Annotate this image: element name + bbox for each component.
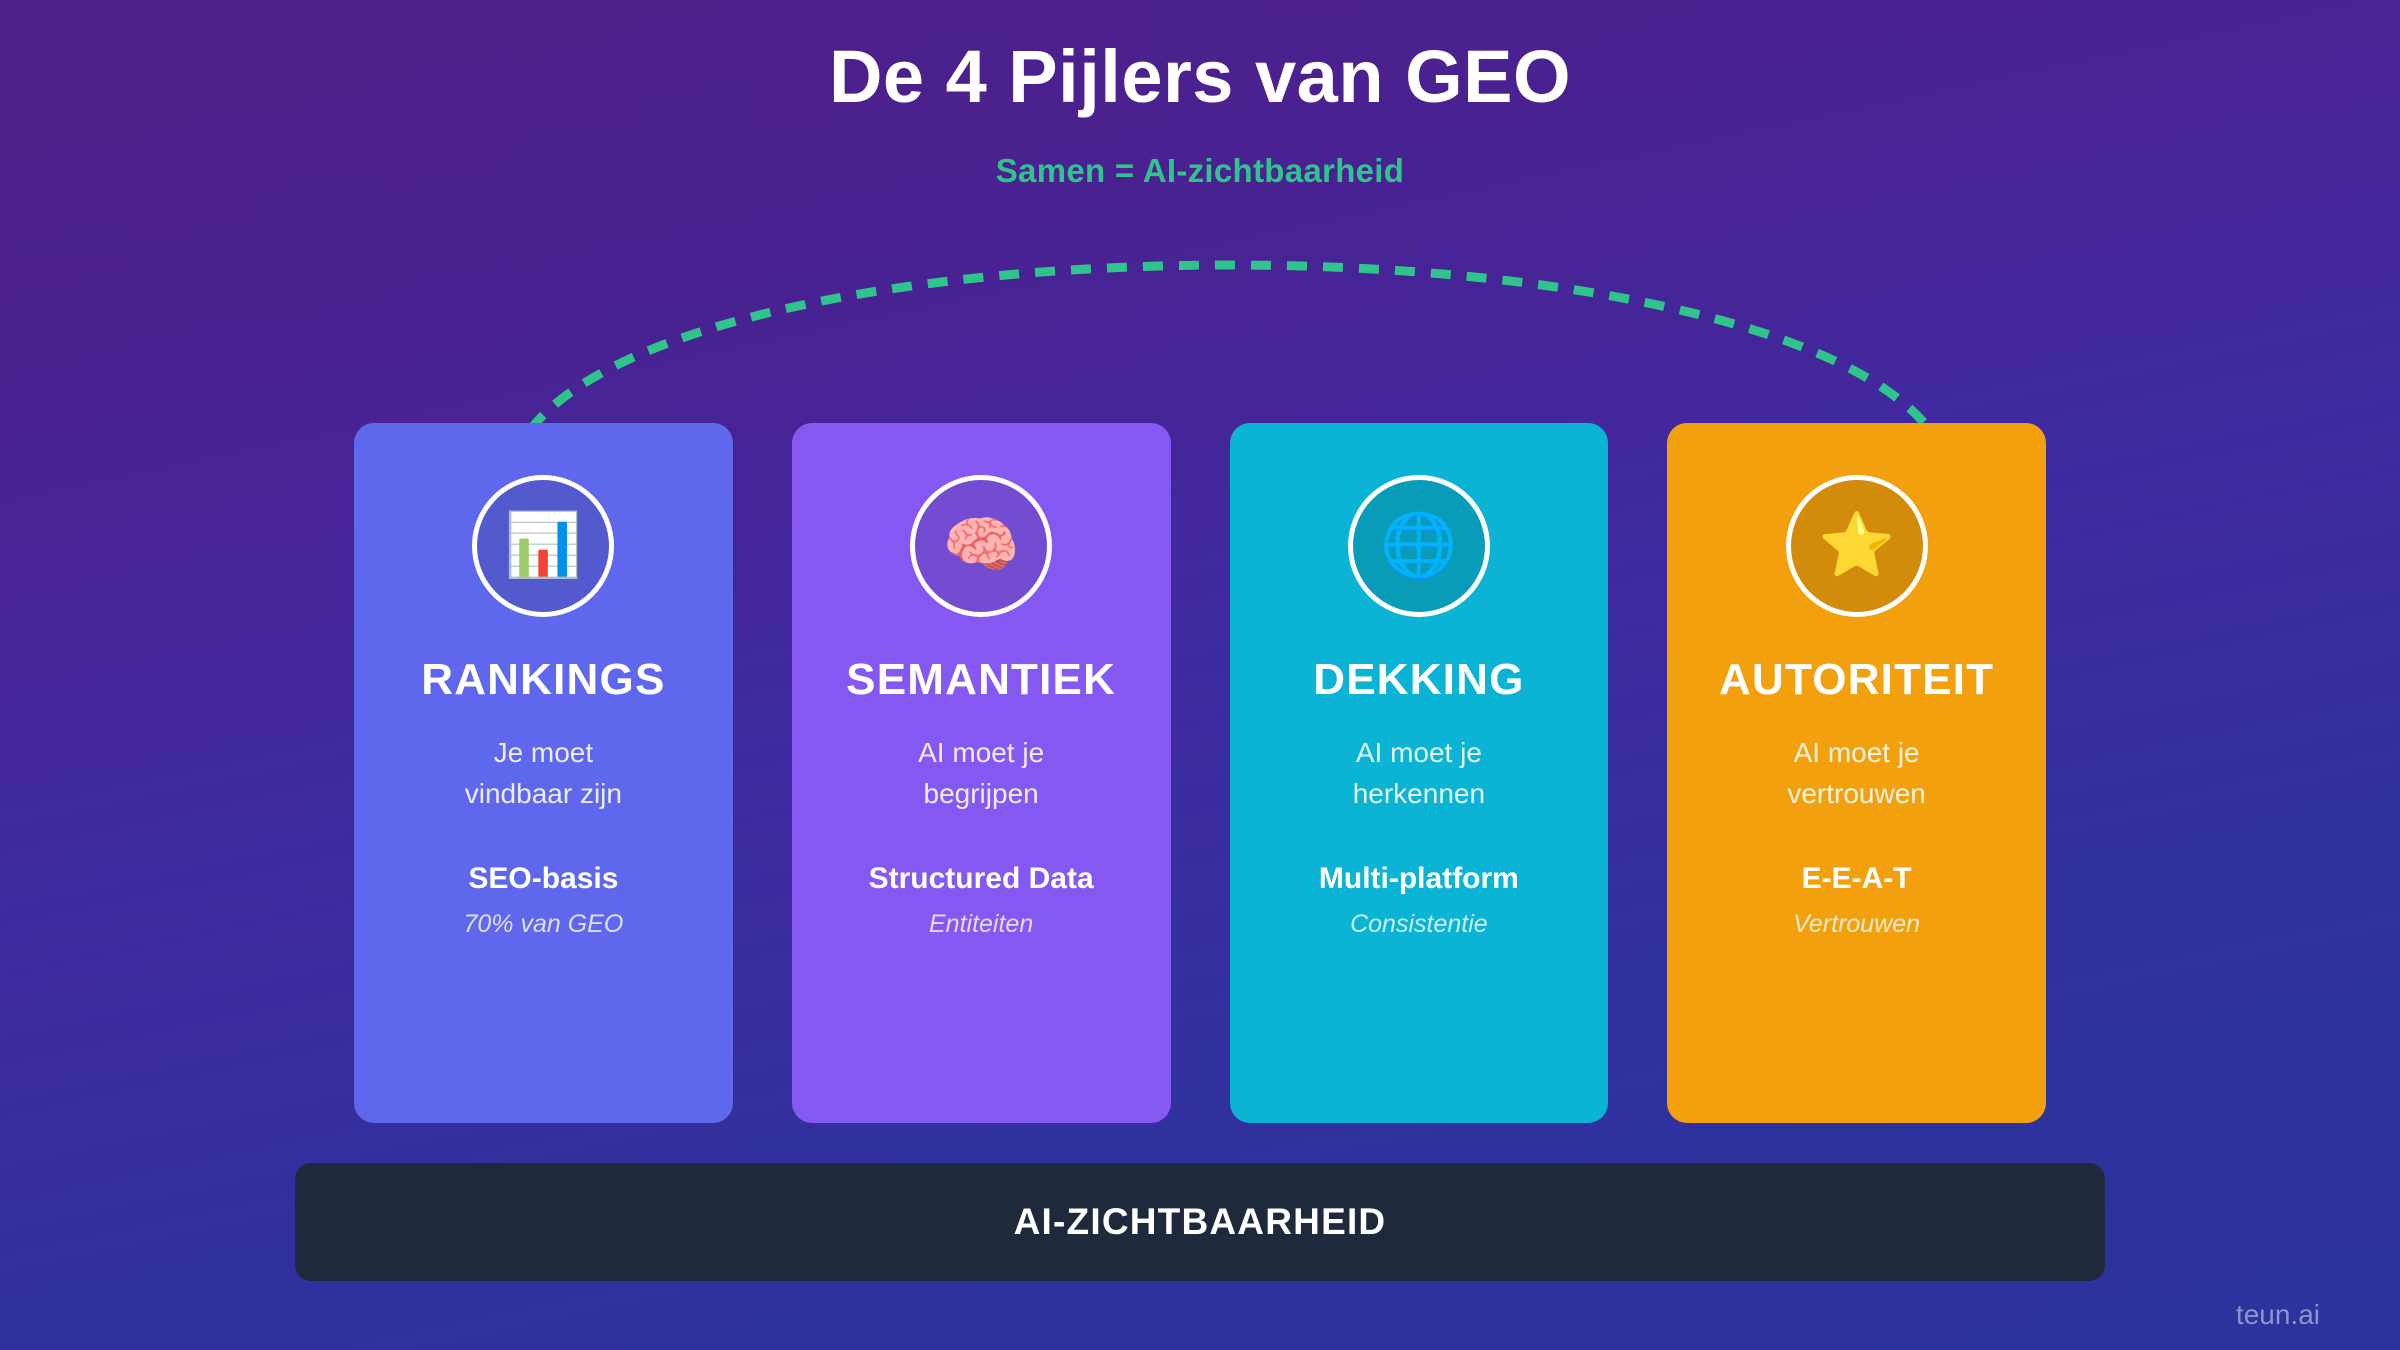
- pillar-card-semantiek[interactable]: 🧠 SEMANTIEK AI moet je begrijpen Structu…: [791, 423, 1171, 1123]
- pillar-title: AUTORITEIT: [1719, 655, 1995, 704]
- pillar-metric: E-E-A-T: [1801, 862, 1912, 896]
- pillar-title: RANKINGS: [421, 655, 666, 704]
- page-title: De 4 Pijlers van GEO: [828, 35, 1572, 118]
- pillar-metric: SEO-basis: [468, 862, 619, 896]
- pillar-card-dekking[interactable]: 🌐 DEKKING AI moet je herkennen Multi-pla…: [1229, 423, 1609, 1123]
- dashed-arc-icon: [526, 260, 1934, 433]
- pillar-card-autoriteit[interactable]: ⭐ AUTORITEIT AI moet je vertrouwen E-E-A…: [1667, 423, 2046, 1123]
- pillar-card-row: 📊 RANKINGS Je moet vindbaar zijn SEO-bas…: [354, 423, 2046, 1123]
- pillar-description: AI moet je begrijpen: [918, 737, 1045, 809]
- pillar-metric: Structured Data: [868, 862, 1094, 896]
- page-subtitle: Samen = AI-zichtbaarheid: [995, 152, 1405, 189]
- pillar-description: AI moet je vertrouwen: [1787, 737, 1926, 809]
- summary-bar-label: AI-ZICHTBAARHEID: [1013, 1201, 1387, 1242]
- pillar-note: Entiteiten: [929, 910, 1034, 939]
- summary-bar: AI-ZICHTBAARHEID: [295, 1163, 2105, 1281]
- brain-icon: 🧠: [910, 475, 1053, 617]
- bar-chart-icon: 📊: [472, 475, 615, 617]
- pillar-description: Je moet vindbaar zijn: [464, 737, 622, 809]
- pillar-note: Vertrouwen: [1793, 910, 1921, 939]
- pillar-card-rankings[interactable]: 📊 RANKINGS Je moet vindbaar zijn SEO-bas…: [354, 423, 733, 1123]
- pillar-title: SEMANTIEK: [846, 655, 1117, 704]
- pillar-note: Consistentie: [1350, 910, 1488, 939]
- pillar-description: AI moet je herkennen: [1352, 737, 1486, 809]
- pillar-note: 70% van GEO: [463, 910, 624, 939]
- pillar-metric: Multi-platform: [1318, 862, 1519, 896]
- pillar-title: DEKKING: [1313, 655, 1525, 704]
- globe-icon: 🌐: [1347, 475, 1490, 617]
- brand-watermark: teun.ai: [2235, 1299, 2320, 1330]
- star-icon: ⭐: [1785, 475, 1928, 617]
